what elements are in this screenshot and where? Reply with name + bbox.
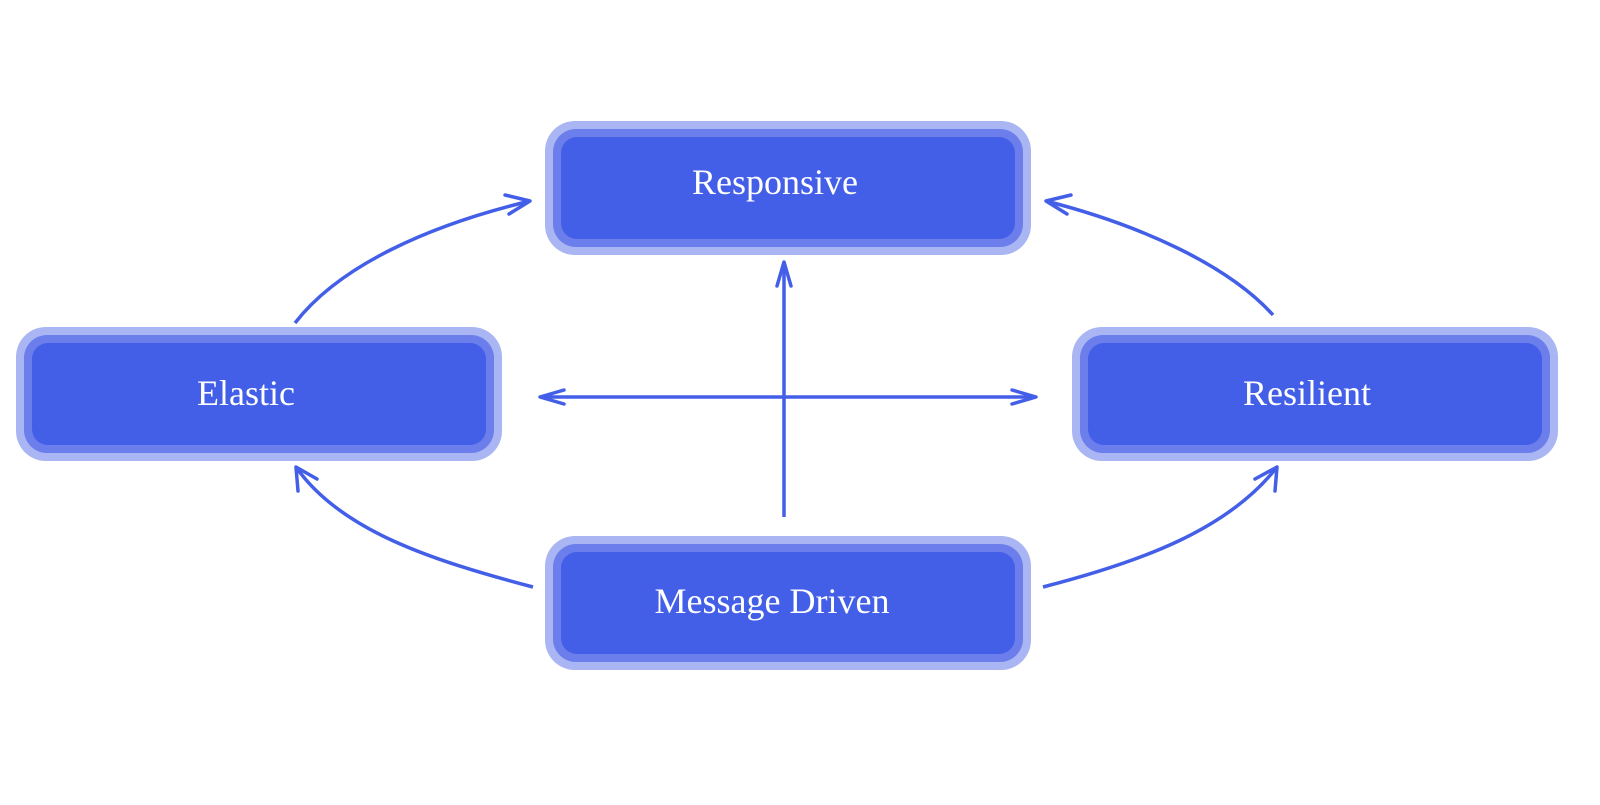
node-responsive-fill [561, 137, 1015, 239]
arrowhead-toward-elastic [538, 388, 566, 406]
arrowhead-resilient-to-responsive [1044, 193, 1073, 216]
node-message-driven: Message Driven [545, 536, 1031, 670]
node-resilient-label: Resilient [1243, 373, 1371, 413]
arrowhead-message-driven-to-responsive [775, 260, 793, 288]
node-elastic-label: Elastic [197, 373, 295, 413]
arrowhead-elastic-to-responsive [503, 193, 532, 216]
node-resilient-fill [1088, 343, 1542, 445]
edges [293, 193, 1279, 589]
arrowhead-toward-resilient [1010, 388, 1038, 406]
edge-message-driven-to-elastic [294, 465, 534, 589]
node-resilient: Resilient [1072, 327, 1558, 461]
edge-elastic-to-responsive [293, 199, 531, 325]
node-elastic-fill [32, 343, 486, 445]
edge-message-driven-to-resilient [1042, 465, 1279, 589]
node-message-driven-fill [561, 552, 1015, 654]
node-responsive-label: Responsive [692, 162, 858, 202]
node-message-driven-label: Message Driven [655, 581, 890, 621]
edge-resilient-to-responsive [1045, 199, 1275, 317]
node-elastic: Elastic [16, 327, 502, 461]
arrowhead-message-driven-to-elastic [294, 465, 319, 493]
node-responsive: Responsive [545, 121, 1031, 255]
arrowhead-message-driven-to-resilient [1253, 465, 1279, 493]
